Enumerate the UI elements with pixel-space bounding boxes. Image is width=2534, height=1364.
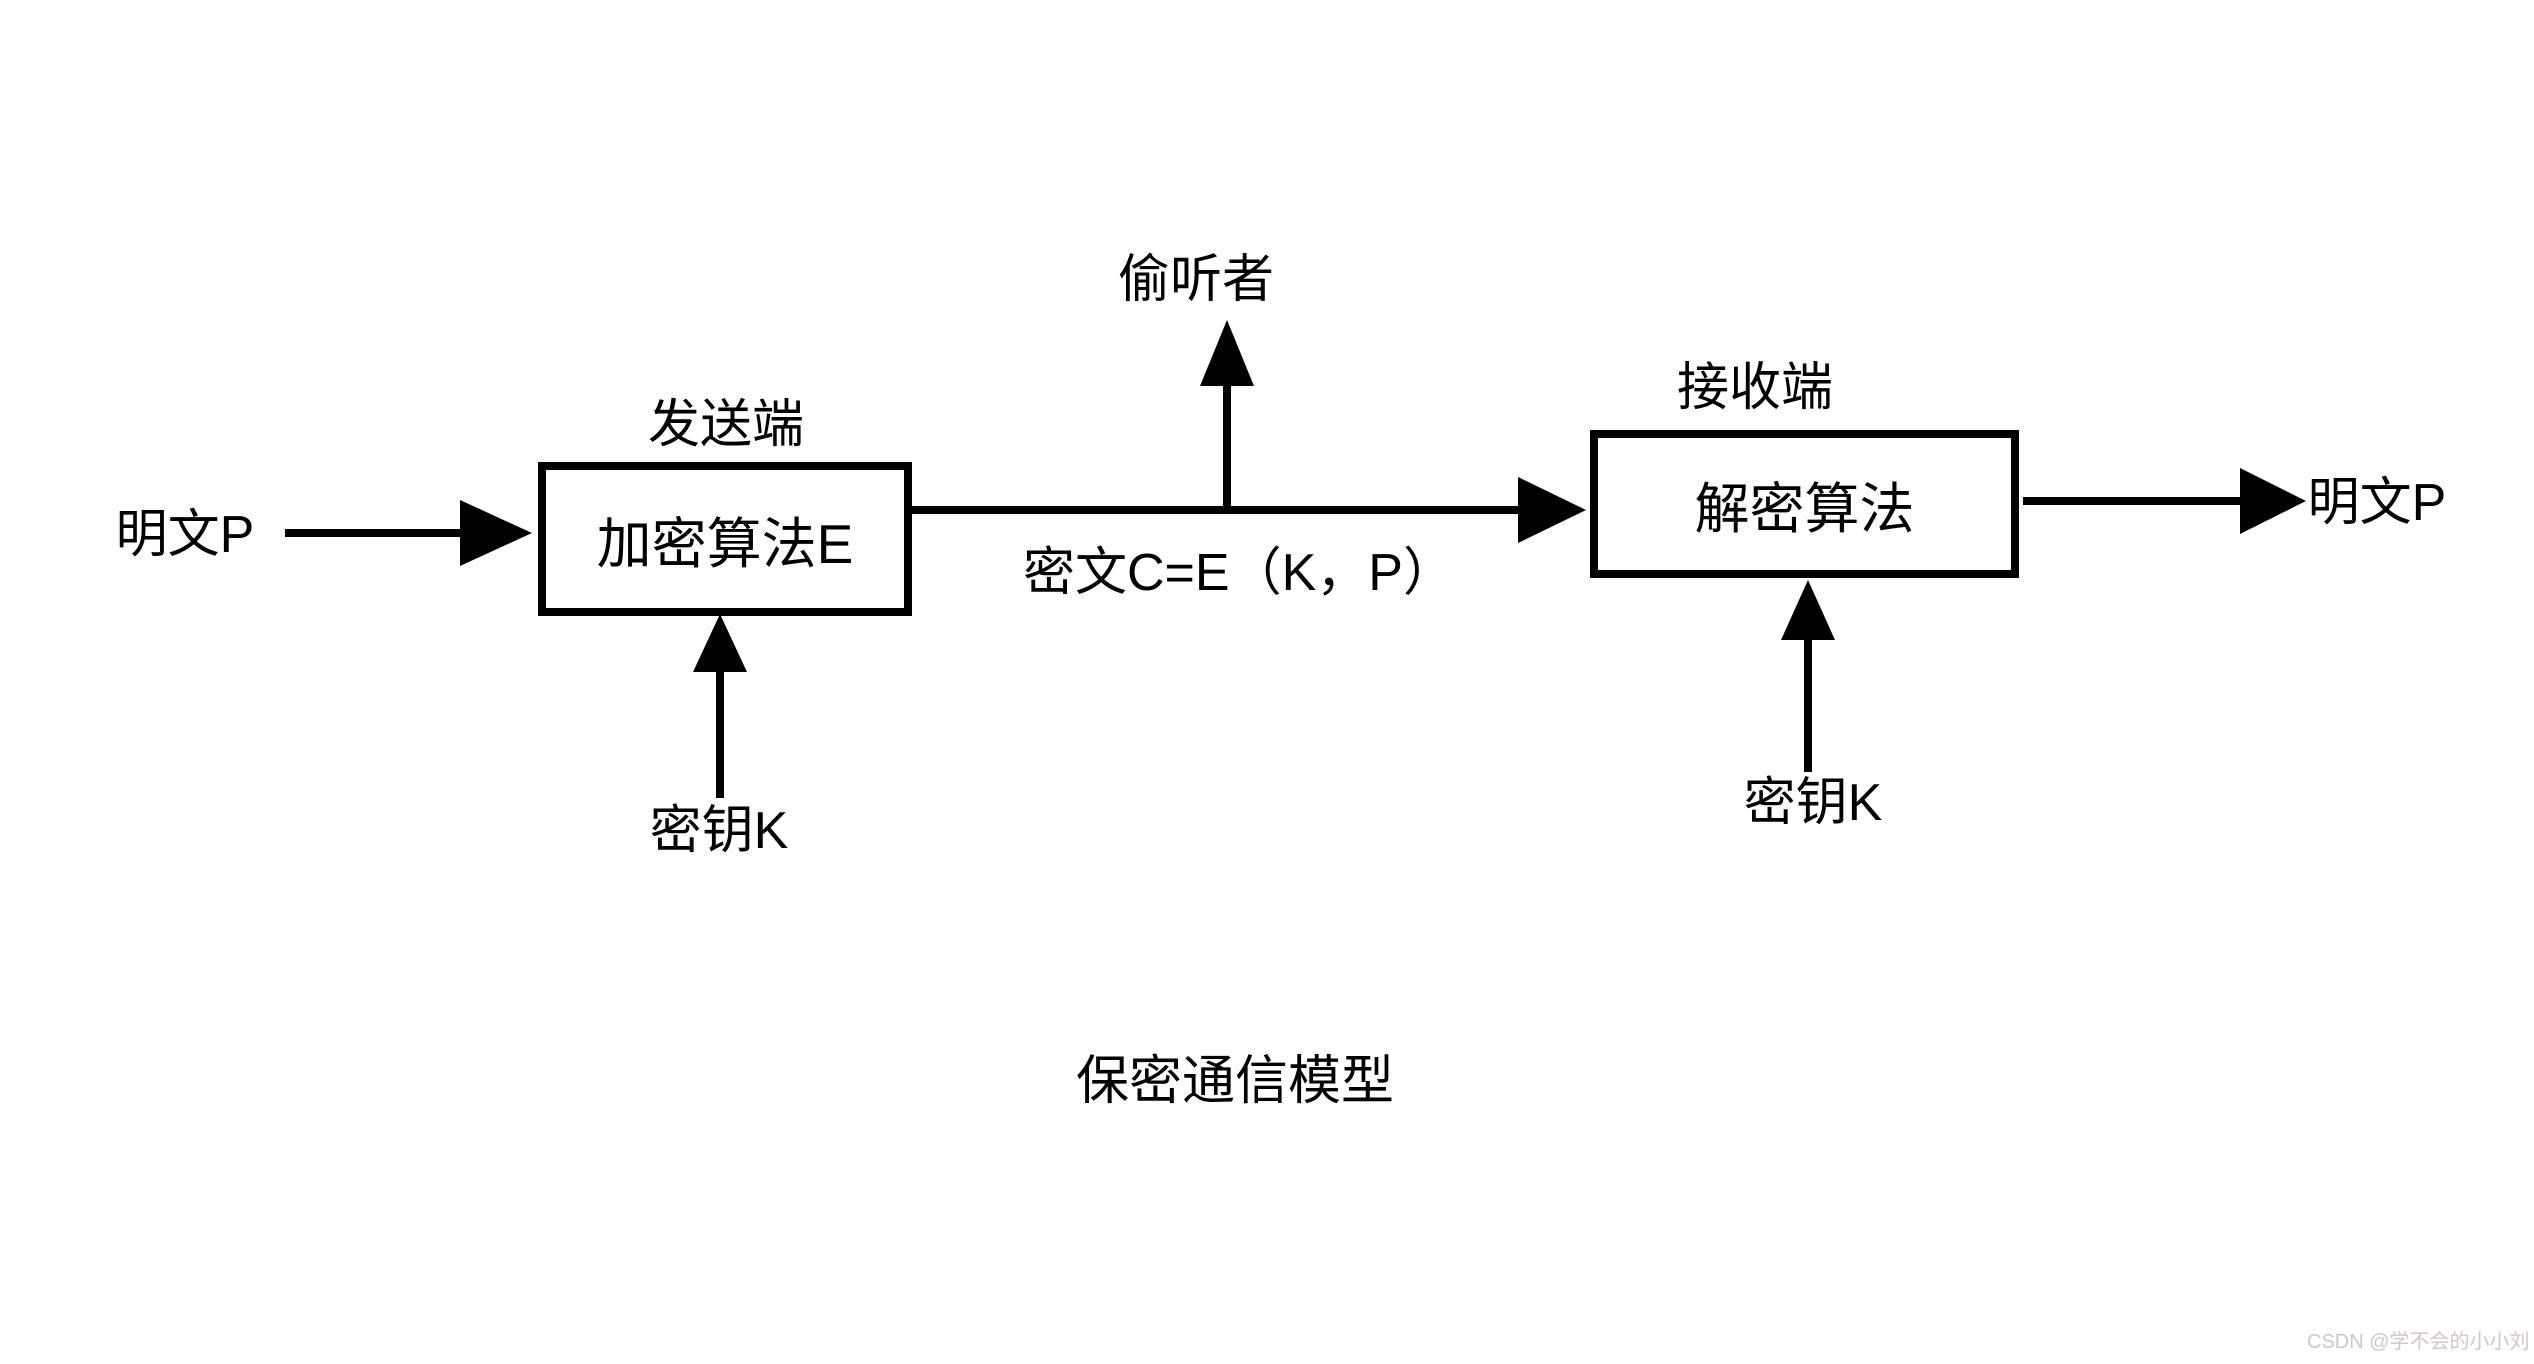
plaintext-input-label: 明文P bbox=[115, 506, 255, 564]
arrow-decrypt-to-plaintext-icon bbox=[2023, 468, 2306, 534]
arrow-to-eavesdropper-icon bbox=[1200, 320, 1254, 510]
diagram-title: 保密通信模型 bbox=[1076, 1051, 1394, 1111]
eavesdropper-label: 偷听者 bbox=[1117, 251, 1275, 309]
arrow-plaintext-to-encrypt-icon bbox=[285, 500, 532, 566]
encryption-algorithm-box: 加密算法E bbox=[538, 462, 912, 616]
receiver-label: 接收端 bbox=[1676, 359, 1834, 417]
ciphertext-label: 密文C=E（K，P） bbox=[1023, 544, 1455, 602]
arrow-key-to-encrypt-icon bbox=[693, 614, 747, 798]
csdn-watermark: CSDN @学不会的小小刘 bbox=[2307, 1331, 2530, 1353]
arrow-encrypt-to-decrypt-icon bbox=[912, 477, 1586, 543]
decryption-algorithm-box-label: 解密算法 bbox=[1694, 478, 1915, 540]
encryption-key-label: 密钥K bbox=[649, 802, 789, 860]
plaintext-output-label: 明文P bbox=[2307, 474, 2447, 532]
encryption-algorithm-box-label: 加密算法E bbox=[596, 513, 854, 575]
decryption-key-label: 密钥K bbox=[1743, 774, 1883, 832]
decryption-algorithm-box: 解密算法 bbox=[1590, 430, 2019, 578]
arrow-key-to-decrypt-icon bbox=[1781, 580, 1835, 772]
sender-label: 发送端 bbox=[647, 396, 805, 454]
